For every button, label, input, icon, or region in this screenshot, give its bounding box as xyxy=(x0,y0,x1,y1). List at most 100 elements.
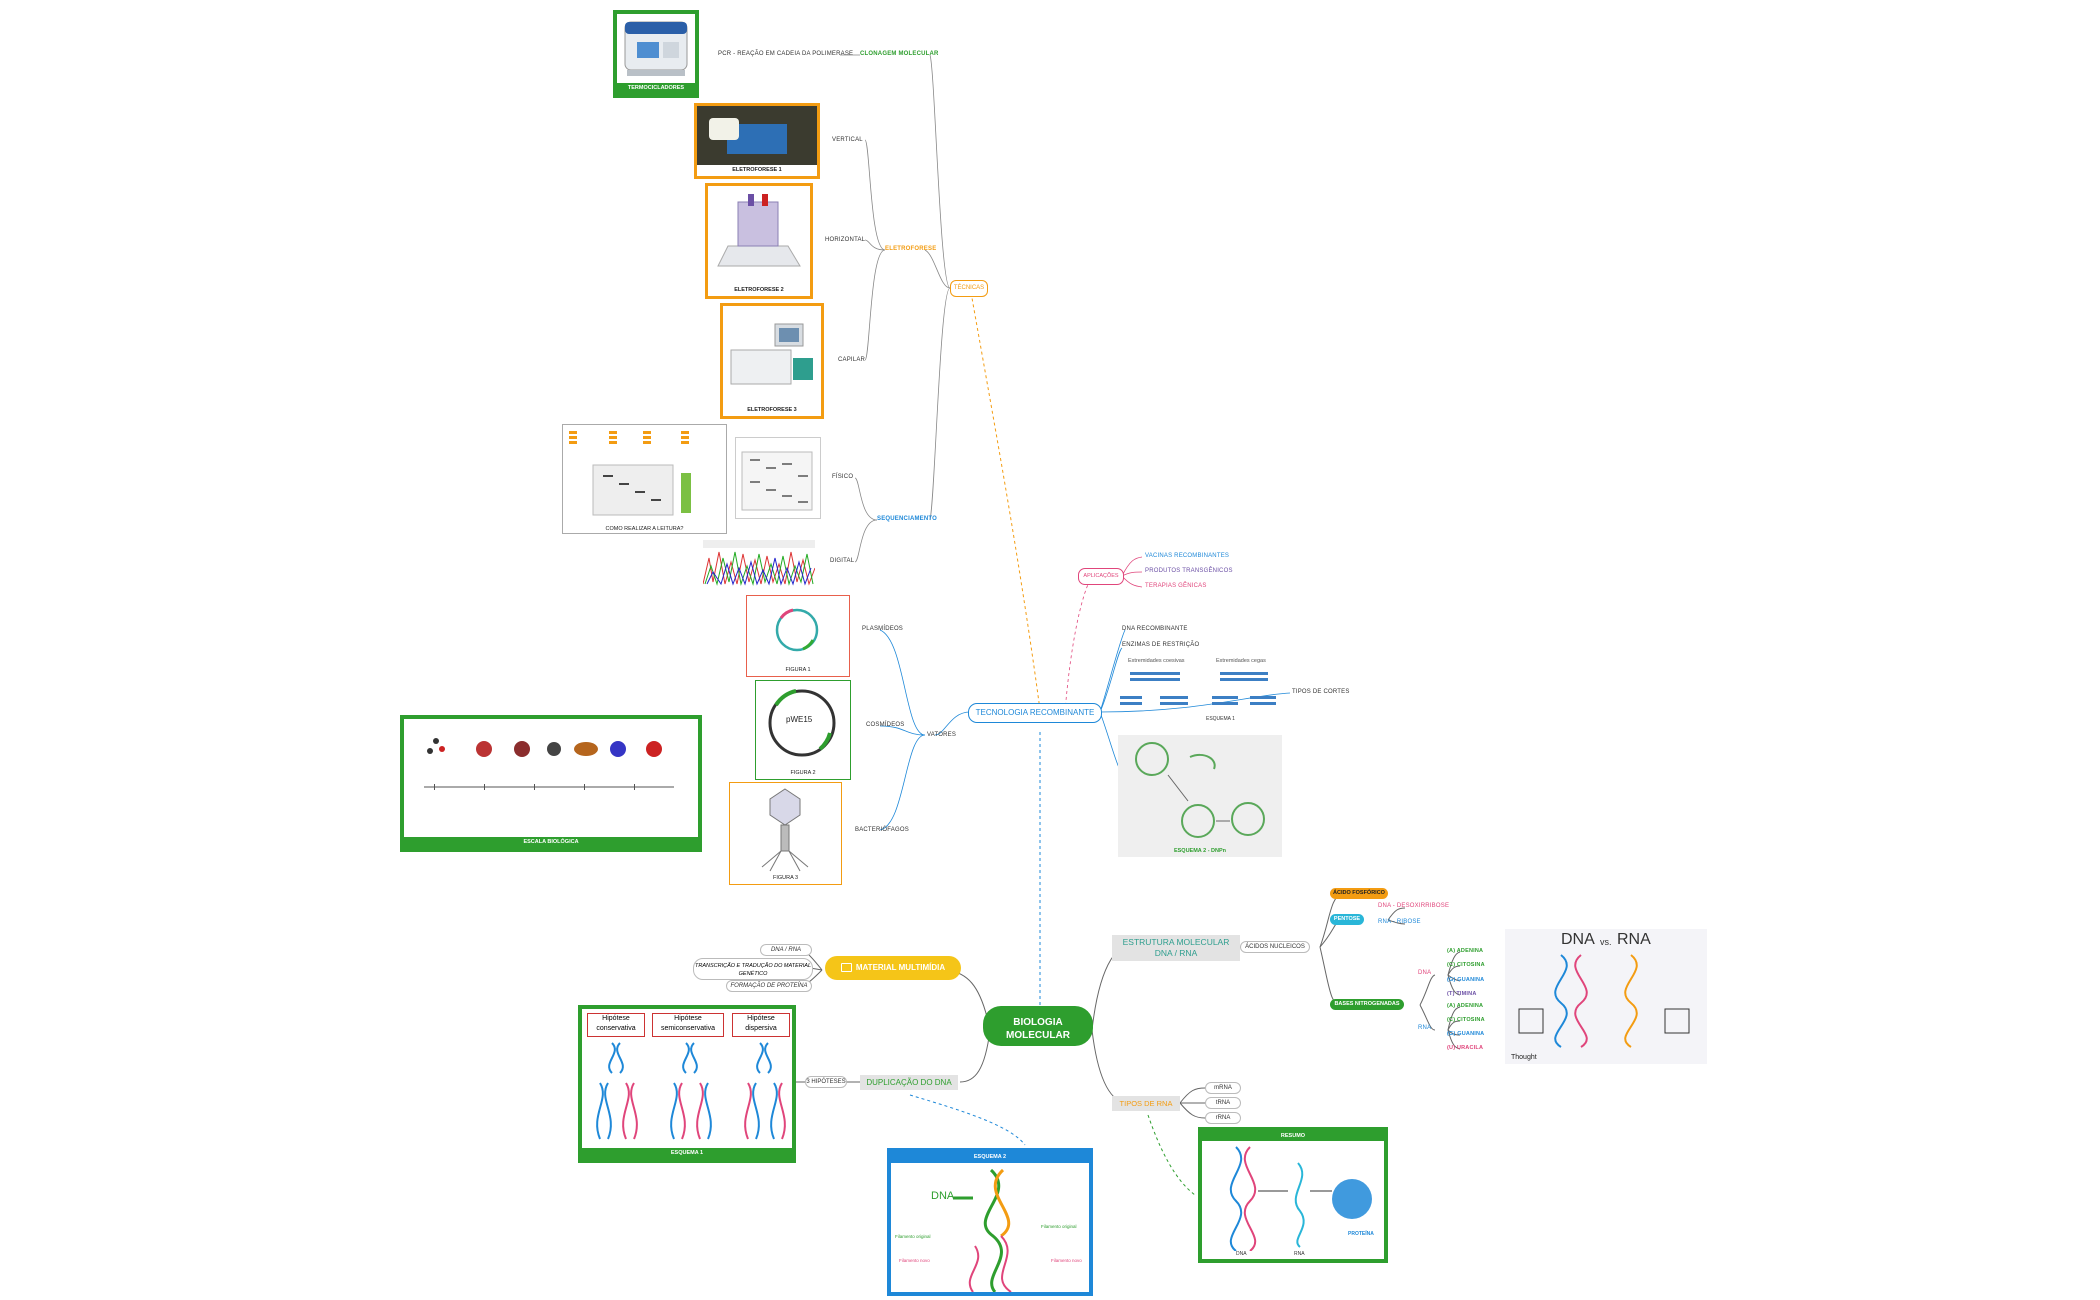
enzimas-label[interactable]: ENZIMAS DE RESTRIÇÃO xyxy=(1122,642,1200,648)
resumo-card[interactable]: RESUMO PROTEÍNA DNA RNA xyxy=(1198,1127,1388,1263)
duplicacao-node[interactable]: DUPLICAÇÃO DO DNA xyxy=(860,1075,958,1090)
dna-base-3[interactable]: (T) TIMINA xyxy=(1447,991,1477,997)
eletroforese-label[interactable]: ELETROFORESE xyxy=(885,246,937,252)
rna-base-0[interactable]: (A) ADENINA xyxy=(1447,1003,1484,1009)
plasmid-image xyxy=(775,608,819,652)
rna-vs-title: RNA xyxy=(1617,931,1651,948)
sequenciamento-label[interactable]: SEQUENCIAMENTO xyxy=(877,516,938,522)
produtos-label[interactable]: PRODUTOS TRANSGÊNICOS xyxy=(1145,568,1233,574)
rna-base-3[interactable]: (U) URACILA xyxy=(1447,1045,1484,1051)
dna-desoxi-label[interactable]: DNA - DESOXIRRIBOSE xyxy=(1378,903,1450,909)
h2-line1: Hipótese xyxy=(674,1015,702,1022)
edge-root-tiposrna xyxy=(1091,1029,1126,1104)
tipos-rna-node[interactable]: TIPOS DE RNA xyxy=(1112,1096,1180,1111)
figura3-card[interactable]: FIGURA 3 xyxy=(729,782,842,885)
chromatogram-image xyxy=(702,538,816,586)
thought-label: Thought xyxy=(1511,1054,1537,1061)
plasmideos-label[interactable]: PLASMÍDEOS xyxy=(862,626,904,632)
figura1-caption: FIGURA 1 xyxy=(785,667,811,673)
dna-recombinante-label[interactable]: DNA RECOMBINANTE xyxy=(1122,626,1188,632)
escala-card[interactable]: ESCALA BIOLÓGICA xyxy=(400,715,702,852)
figura3-caption: FIGURA 3 xyxy=(772,875,799,881)
trna-pill[interactable]: tRNA xyxy=(1205,1097,1241,1109)
vetores-label[interactable]: VATORES xyxy=(927,732,957,738)
fosforico-tag[interactable]: ÁCIDO FOSFÓRICO xyxy=(1330,888,1388,899)
esquema2-caption: ESQUEMA 2 - DNPn xyxy=(1173,848,1227,854)
esquema2-dna-label: DNA xyxy=(931,1190,955,1202)
root-node[interactable]: BIOLOGIA MOLECULAR xyxy=(983,1006,1093,1046)
figura2-caption: FIGURA 2 xyxy=(790,770,816,776)
duplicacao-esquema1-caption: ESQUEMA 1 xyxy=(582,1148,792,1159)
multimidia-item-transcricao[interactable]: TRANSCRIÇÃO E TRADUÇÃO DO MATERIAL GENÉT… xyxy=(693,958,813,980)
clonagem-label[interactable]: CLONAGEM MOLECULAR xyxy=(860,51,939,57)
esquema1-figure: Extremidades coesivas Extremidades cegas… xyxy=(1120,654,1280,724)
bacteriofagos-label[interactable]: BACTERIÓFAGOS xyxy=(855,827,909,833)
capilar-label[interactable]: CAPILAR xyxy=(838,357,866,363)
gel-horizontal-image xyxy=(717,194,801,267)
cosmideos-label[interactable]: COSMÍDEOS xyxy=(866,722,905,728)
eletroforese3-card[interactable]: ELETROFORESE 3 xyxy=(720,303,824,419)
rna-bases-label[interactable]: RNA xyxy=(1418,1025,1432,1031)
esquema2-original-left: Filamento original xyxy=(895,1234,931,1239)
esquema2-figure: ESQUEMA 2 - DNPn xyxy=(1118,735,1282,857)
vacinas-label[interactable]: VACINAS RECOMBINANTES xyxy=(1145,553,1230,559)
hipoteses-pill[interactable]: 3 HIPÓTESES xyxy=(805,1076,847,1088)
capillary-image xyxy=(730,323,813,385)
pentose-tag[interactable]: PENTOSE xyxy=(1330,914,1364,925)
h2-line2: semiconservativa xyxy=(660,1025,716,1032)
aplicacoes-node[interactable]: APLICAÇÕES xyxy=(1078,568,1124,585)
dna-base-0[interactable]: (A) ADENINA xyxy=(1447,948,1484,954)
termocicladores-card[interactable]: TERMOCICLADORES xyxy=(613,10,699,98)
rrna-pill[interactable]: rRNA xyxy=(1205,1112,1241,1124)
hipotese-semiconservativa-box: Hipótese semiconservativa xyxy=(652,1013,724,1037)
dna-base-2[interactable]: (G) GUANINA xyxy=(1447,977,1485,983)
resumo-rna-label: RNA xyxy=(1294,1251,1305,1257)
rna-base-1[interactable]: (C) CITOSINA xyxy=(1447,1017,1485,1023)
multimidia-node[interactable]: MATERIAL MULTIMÍDIA xyxy=(825,956,961,980)
mrna-pill[interactable]: mRNA xyxy=(1205,1082,1241,1094)
eletroforese2-caption: ELETROFORESE 2 xyxy=(708,285,810,296)
rna-ribose-label[interactable]: RNA - RIBOSE xyxy=(1378,919,1421,925)
coesivas-label: Extremidades coesivas xyxy=(1128,658,1185,664)
terapias-label[interactable]: TERAPIAS GÊNICAS xyxy=(1145,583,1207,589)
bases-tag[interactable]: BASES NITROGENADAS xyxy=(1330,999,1404,1010)
dna-bases-label[interactable]: DNA xyxy=(1418,970,1432,976)
esquema1-caption: ESQUEMA 1 xyxy=(1206,716,1235,722)
multimidia-label: MATERIAL MULTIMÍDIA xyxy=(855,963,946,972)
escala-caption: ESCALA BIOLÓGICA xyxy=(404,837,698,848)
horizontal-label[interactable]: HORIZONTAL xyxy=(825,237,866,243)
fisico-label[interactable]: FÍSICO xyxy=(832,474,854,480)
tecnologia-node[interactable]: TECNOLOGIA RECOMBINANTE xyxy=(968,703,1102,723)
vs-title: vs. xyxy=(1600,937,1612,947)
eletroforese2-card[interactable]: ELETROFORESE 2 xyxy=(705,183,813,299)
root-title-line1: BIOLOGIA xyxy=(1013,1017,1063,1028)
resumo-caption: RESUMO xyxy=(1202,1131,1384,1141)
sequencing-gel-image xyxy=(735,437,821,519)
eletroforese3-caption: ELETROFORESE 3 xyxy=(723,405,821,416)
pcr-label[interactable]: PCR - REAÇÃO EM CADEIA DA POLIMERASE xyxy=(718,51,854,57)
tecnicas-node[interactable]: TÉCNICAS xyxy=(950,280,988,297)
multimidia-item-dna-rna[interactable]: DNA / RNA xyxy=(760,944,812,956)
digital-label[interactable]: DIGITAL xyxy=(830,558,855,564)
tipos-cortes-label[interactable]: TIPOS DE CORTES xyxy=(1292,689,1350,695)
phe15-label: pWE15 xyxy=(786,715,813,724)
eletroforese1-card[interactable]: ELETROFORESE 1 xyxy=(694,103,820,179)
vertical-label[interactable]: VERTICAL xyxy=(832,137,863,143)
h1-line2: conservativa xyxy=(596,1025,636,1032)
leitura-card: COMO REALIZAR A LEITURA? xyxy=(562,424,727,534)
acidos-pill[interactable]: ÁCIDOS NUCLEICOS xyxy=(1240,941,1310,953)
multimidia-item-proteina[interactable]: FORMAÇÃO DE PROTEÍNA xyxy=(726,980,812,992)
dna-base-1[interactable]: (C) CITOSINA xyxy=(1447,962,1485,968)
estrutura-node[interactable]: ESTRUTURA MOLECULAR DNA / RNA xyxy=(1112,935,1240,961)
figura2-card[interactable]: pWE15 FIGURA 2 xyxy=(755,680,851,780)
thermocycler-image xyxy=(624,21,688,76)
figura1-card[interactable]: FIGURA 1 xyxy=(746,595,850,677)
duplicacao-esquema2-card[interactable]: ESQUEMA 2 DNA Filamento original Filamen… xyxy=(887,1148,1093,1296)
h3-line2: dispersiva xyxy=(745,1025,777,1032)
esquema2-original-right: Filamento original xyxy=(1041,1224,1077,1229)
rna-base-2[interactable]: (G) GUANINA xyxy=(1447,1031,1485,1037)
